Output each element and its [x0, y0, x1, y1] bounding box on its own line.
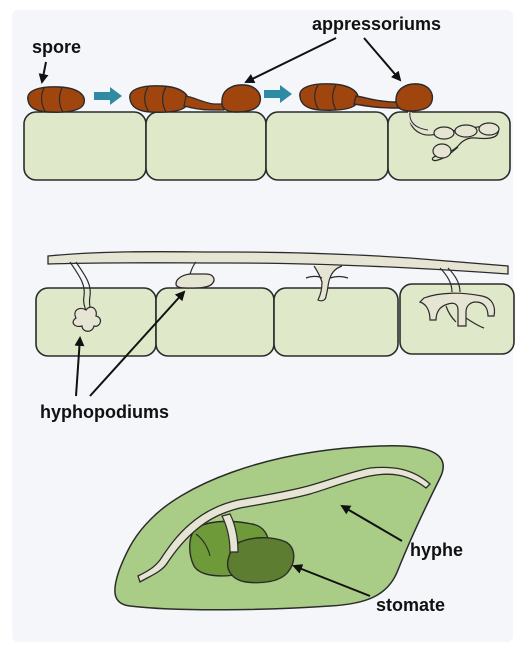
appressorium [396, 84, 432, 111]
label-appressoriums: appressoriums [312, 14, 441, 34]
appressorium [222, 85, 261, 112]
label-stomate: stomate [376, 595, 445, 615]
label-hyphopodiums: hyphopodiums [40, 402, 169, 422]
plant-cell [274, 288, 398, 356]
plant-cell [146, 112, 266, 180]
plant-cell [266, 112, 388, 180]
plant-cell [24, 112, 146, 180]
spore-1 [28, 87, 84, 112]
plant-cell [156, 288, 274, 356]
label-spore: spore [32, 37, 81, 57]
label-hyphe: hyphe [410, 540, 463, 560]
